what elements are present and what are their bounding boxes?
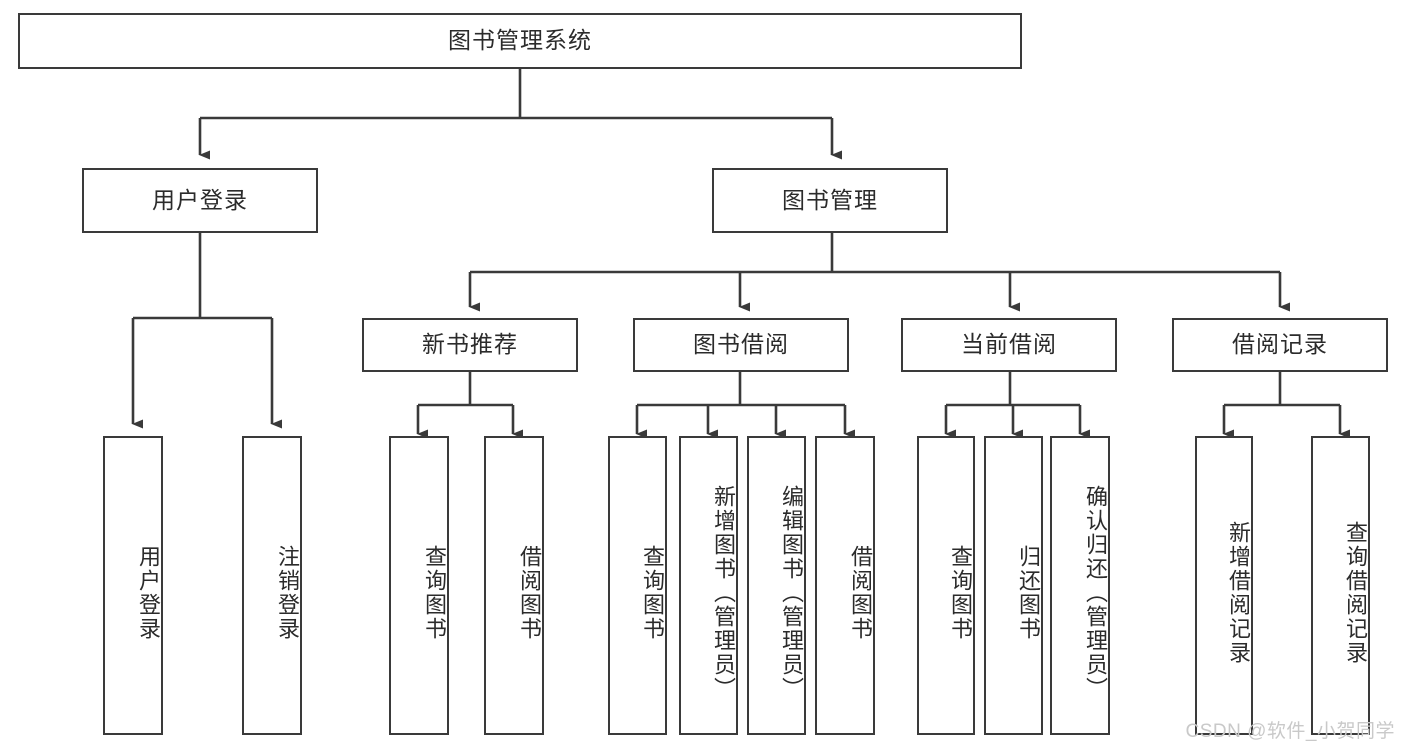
node-current-borrowing-label: 当前借阅 [961,331,1057,358]
node-leaf-logout-label: 注销登录 [275,544,300,641]
node-new-book-recommendation[interactable]: 新书推荐 [362,318,578,372]
node-leaf-user-login[interactable]: 用户登录 [103,436,163,735]
node-leaf-borrow-books-borrow[interactable]: 借阅图书 [815,436,875,735]
node-leaf-borrow-books-new[interactable]: 借阅图书 [484,436,544,735]
node-leaf-query-books-new[interactable]: 查询图书 [389,436,449,735]
node-leaf-logout[interactable]: 注销登录 [242,436,302,735]
node-leaf-confirm-return-admin[interactable]: 确认归还（管理员） [1050,436,1110,735]
node-leaf-query-books-current-label: 查询图书 [948,544,973,641]
node-leaf-add-book-admin[interactable]: 新增图书（管理员） [679,436,738,735]
node-user-login-label: 用户登录 [152,186,248,213]
watermark-text: CSDN @软件_小贺同学 [1185,721,1395,742]
node-leaf-borrow-books-new-label: 借阅图书 [517,544,542,641]
node-leaf-add-borrow-record-label: 新增借阅记录 [1226,520,1251,665]
node-leaf-borrow-books-borrow-label: 借阅图书 [848,544,873,641]
node-root[interactable]: 图书管理系统 [18,13,1022,69]
node-leaf-query-books-current[interactable]: 查询图书 [917,436,975,735]
node-leaf-edit-book-admin[interactable]: 编辑图书（管理员） [747,436,806,735]
node-leaf-add-borrow-record[interactable]: 新增借阅记录 [1195,436,1253,735]
node-borrowing-records-label: 借阅记录 [1232,331,1328,358]
node-leaf-query-books-borrow-label: 查询图书 [640,544,665,641]
node-user-login[interactable]: 用户登录 [82,168,318,233]
node-leaf-query-borrow-record[interactable]: 查询借阅记录 [1311,436,1370,735]
node-leaf-query-borrow-record-label: 查询借阅记录 [1343,520,1368,665]
node-leaf-confirm-return-admin-label: 确认归还（管理员） [1083,484,1108,701]
node-new-book-recommendation-label: 新书推荐 [422,331,518,358]
node-leaf-edit-book-admin-label: 编辑图书（管理员） [779,484,804,701]
node-leaf-add-book-admin-label: 新增图书（管理员） [711,484,736,701]
node-book-borrowing[interactable]: 图书借阅 [633,318,849,372]
node-book-borrowing-label: 图书借阅 [693,331,789,358]
node-leaf-user-login-label: 用户登录 [136,544,161,641]
node-book-management-label: 图书管理 [782,186,878,213]
node-leaf-query-books-new-label: 查询图书 [422,544,447,641]
node-borrowing-records[interactable]: 借阅记录 [1172,318,1388,372]
node-book-management[interactable]: 图书管理 [712,168,948,233]
node-root-label: 图书管理系统 [448,27,592,54]
node-current-borrowing[interactable]: 当前借阅 [901,318,1117,372]
node-leaf-return-books[interactable]: 归还图书 [984,436,1043,735]
node-leaf-return-books-label: 归还图书 [1016,544,1041,641]
node-leaf-query-books-borrow[interactable]: 查询图书 [608,436,667,735]
